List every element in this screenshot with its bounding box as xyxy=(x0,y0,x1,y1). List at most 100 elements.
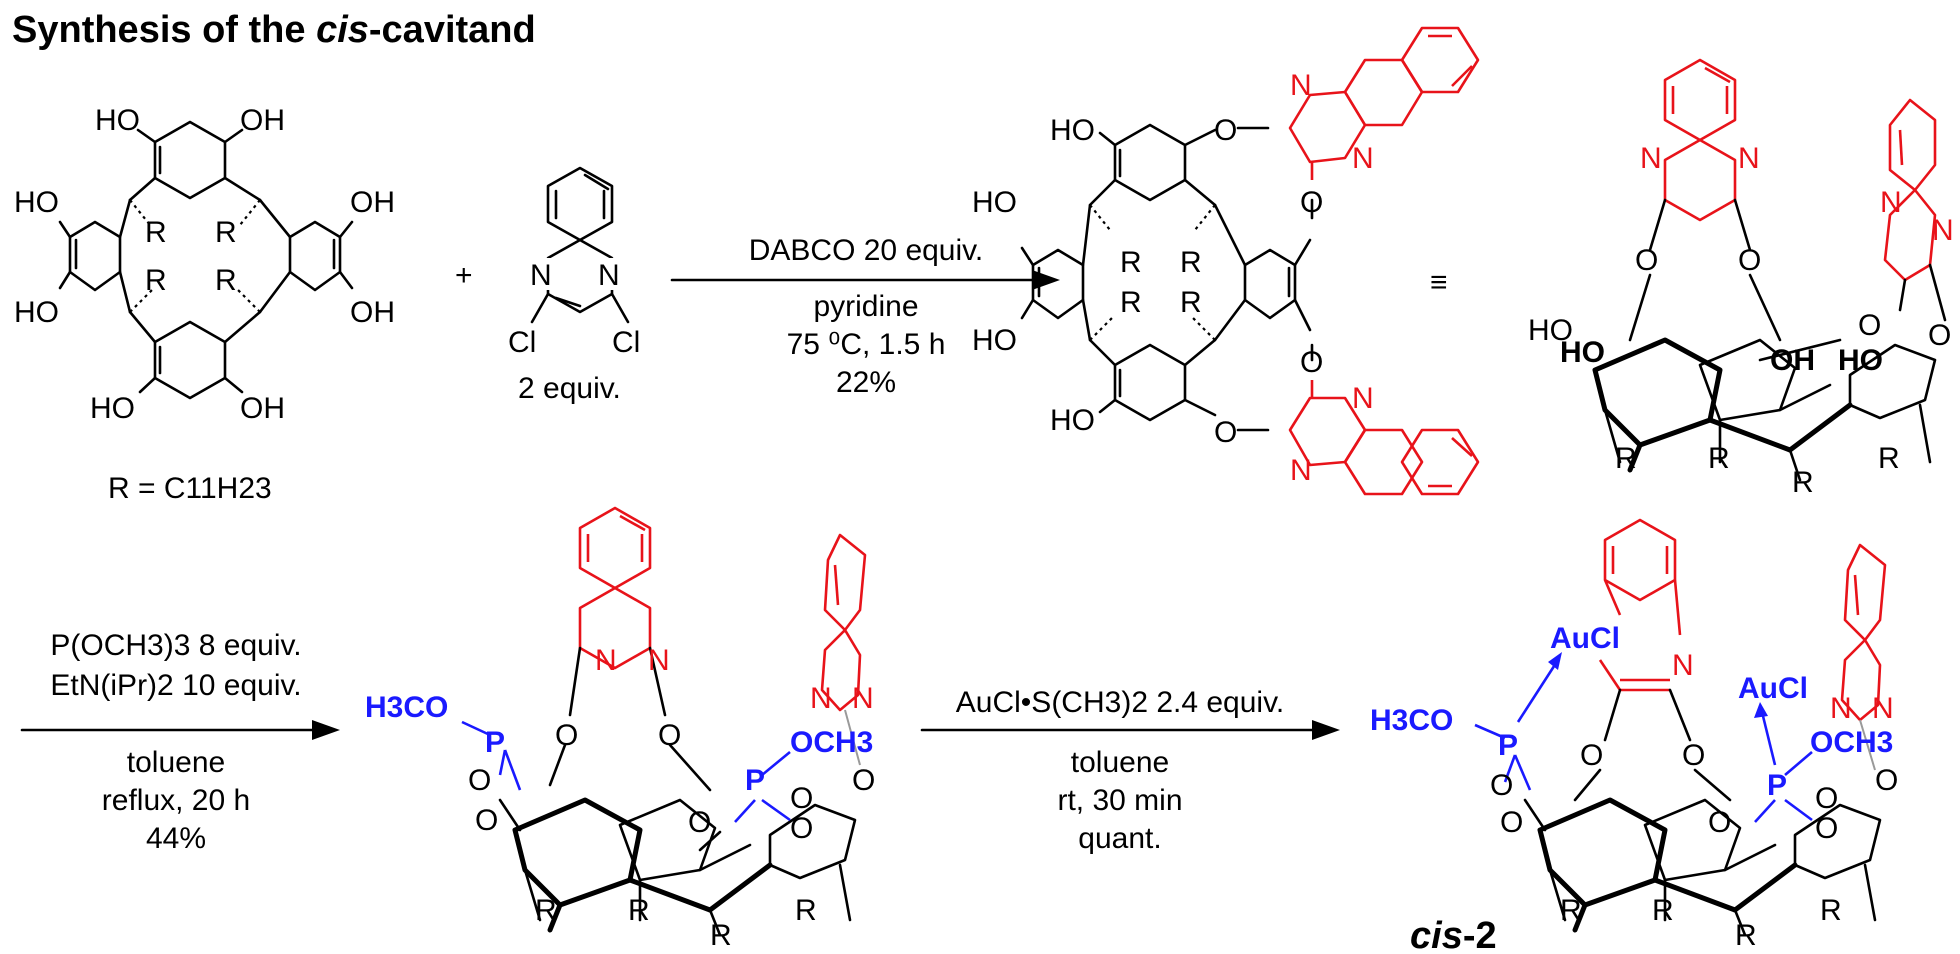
svg-text:O: O xyxy=(1490,769,1513,802)
svg-text:P: P xyxy=(485,726,505,759)
svg-text:N: N xyxy=(1352,382,1374,415)
svg-text:R: R xyxy=(535,894,557,927)
svg-text:Cl: Cl xyxy=(508,326,536,359)
svg-text:O: O xyxy=(1580,739,1603,772)
svg-text:H3CO: H3CO xyxy=(1370,704,1453,737)
svg-text:HO: HO xyxy=(14,296,59,329)
svg-text:R: R xyxy=(215,264,237,297)
step2-conditions: reflux, 20 h xyxy=(102,784,250,817)
reaction-arrow-1 xyxy=(670,270,1060,290)
svg-text:N: N xyxy=(530,259,552,292)
svg-text:N: N xyxy=(595,644,617,677)
svg-text:Cl: Cl xyxy=(612,326,640,359)
svg-text:O: O xyxy=(468,764,491,797)
svg-text:O: O xyxy=(1300,186,1323,219)
svg-text:N: N xyxy=(852,682,874,715)
svg-text:N: N xyxy=(1932,214,1954,247)
svg-text:O: O xyxy=(790,782,813,815)
svg-text:O: O xyxy=(658,719,681,752)
svg-text:N: N xyxy=(1290,454,1312,487)
svg-text:O: O xyxy=(852,764,875,797)
diquinoxaline-intermediate: HO HO HO HO O O O O N N N N R R R R xyxy=(972,26,1480,496)
svg-text:R: R xyxy=(1708,442,1730,475)
svg-text:P: P xyxy=(1767,769,1787,802)
svg-text:O: O xyxy=(1875,764,1898,797)
svg-text:O: O xyxy=(790,812,813,845)
svg-text:HO: HO xyxy=(90,392,135,425)
svg-text:O: O xyxy=(688,806,711,839)
svg-text:O: O xyxy=(1858,309,1881,342)
svg-text:N: N xyxy=(1672,649,1694,682)
svg-text:N: N xyxy=(598,259,620,292)
svg-text:O: O xyxy=(1635,244,1658,277)
svg-text:OH: OH xyxy=(240,392,285,425)
svg-text:OCH3: OCH3 xyxy=(1810,726,1893,759)
svg-text:O: O xyxy=(1214,114,1237,147)
reagent-equivalents: 2 equiv. xyxy=(518,372,621,405)
gold-cavitand-complex: AuCl AuCl N N N O O O O O O O O H3CO P P… xyxy=(1370,518,1898,952)
step3-reagent: AuCl•S(CH3)2 2.4 equiv. xyxy=(956,686,1284,719)
svg-text:OCH3: OCH3 xyxy=(790,726,873,759)
svg-text:R: R xyxy=(1180,246,1202,279)
svg-text:R: R xyxy=(628,894,650,927)
svg-text:R: R xyxy=(795,894,817,927)
step1-solvent: pyridine xyxy=(813,290,918,323)
scheme-title: Synthesis of the cis-cavitand xyxy=(12,9,536,51)
step2-reagent-2: EtN(iPr)2 10 equiv. xyxy=(50,669,301,702)
svg-text:HO: HO xyxy=(972,324,1017,357)
svg-text:OH: OH xyxy=(240,104,285,137)
reaction-arrow-3 xyxy=(920,720,1340,740)
svg-text:O: O xyxy=(1500,806,1523,839)
svg-text:R: R xyxy=(145,264,167,297)
svg-text:HO: HO xyxy=(95,104,140,137)
step1-temperature: 75 ⁰C, 1.5 h xyxy=(787,328,946,361)
svg-text:O: O xyxy=(1738,244,1761,277)
svg-text:R: R xyxy=(1560,894,1582,927)
step1-reagent: DABCO 20 equiv. xyxy=(749,234,984,267)
step3-solvent: toluene xyxy=(1071,746,1169,779)
svg-text:OH: OH xyxy=(350,186,395,219)
svg-text:O: O xyxy=(1928,319,1951,352)
svg-text:H3CO: H3CO xyxy=(365,691,448,724)
svg-text:O: O xyxy=(1708,806,1731,839)
svg-text:AuCl: AuCl xyxy=(1550,622,1620,655)
svg-text:O: O xyxy=(475,804,498,837)
svg-text:R: R xyxy=(1180,286,1202,319)
svg-text:N: N xyxy=(1872,692,1894,725)
step2-reagent-1: P(OCH3)3 8 equiv. xyxy=(50,629,301,662)
svg-text:N: N xyxy=(648,644,670,677)
step2-yield: 44% xyxy=(146,822,206,855)
svg-text:HO: HO xyxy=(1050,114,1095,147)
svg-text:R: R xyxy=(1652,894,1674,927)
svg-text:R: R xyxy=(1820,894,1842,927)
svg-text:HO: HO xyxy=(972,186,1017,219)
svg-text:AuCl: AuCl xyxy=(1738,672,1808,705)
svg-text:N: N xyxy=(1738,142,1760,175)
svg-text:R: R xyxy=(1792,466,1814,499)
svg-text:R: R xyxy=(1120,246,1142,279)
svg-text:N: N xyxy=(810,682,832,715)
product-label: cis-2 xyxy=(1410,915,1497,954)
svg-text:HO: HO xyxy=(1050,404,1095,437)
svg-text:R: R xyxy=(1878,442,1900,475)
svg-text:HO: HO xyxy=(1528,314,1573,347)
resorcinarene-structure: HO OH HO OH HO OH HO OH R R R R xyxy=(14,104,395,425)
diquinoxaline-cavitand-3d: O O O O N N N N HO HO OH HO R R R R xyxy=(1528,58,1954,499)
svg-text:R: R xyxy=(145,216,167,249)
svg-text:OH: OH xyxy=(350,296,395,329)
svg-text:N: N xyxy=(1640,142,1662,175)
svg-text:O: O xyxy=(1682,739,1705,772)
equivalence-symbol: ≡ xyxy=(1430,266,1448,299)
dichloroquinoxaline-structure: N N Cl Cl xyxy=(508,166,640,359)
svg-text:R: R xyxy=(710,919,732,952)
phosphonite-cavitand: N N N N O O O O O O O O H3CO P P OCH3 R … xyxy=(365,506,875,952)
svg-text:P: P xyxy=(745,764,765,797)
svg-text:O: O xyxy=(1214,416,1237,449)
svg-text:N: N xyxy=(1290,69,1312,102)
step2-solvent: toluene xyxy=(127,746,225,779)
step3-conditions: rt, 30 min xyxy=(1057,784,1182,817)
svg-text:HO: HO xyxy=(14,186,59,219)
step1-yield: 22% xyxy=(836,366,896,399)
svg-text:N: N xyxy=(1880,186,1902,219)
